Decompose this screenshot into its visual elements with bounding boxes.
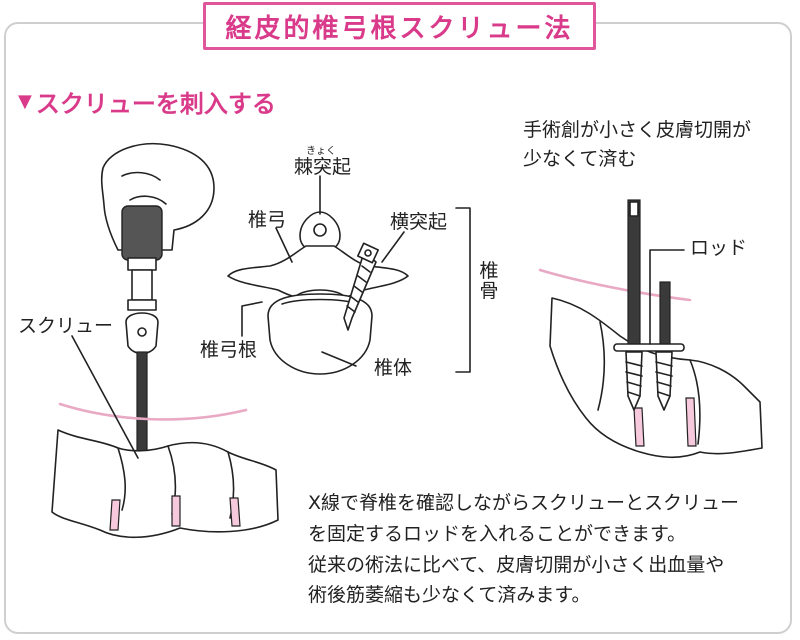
vertebra-screw xyxy=(343,242,380,331)
left-illustration xyxy=(51,143,279,539)
right-tall-rod xyxy=(627,199,641,349)
vertebra-illustration xyxy=(227,175,471,375)
ruby-spinous: きょく xyxy=(306,146,336,157)
page-title: 経皮的椎弓根スクリュー法 xyxy=(225,13,574,44)
label-vertebral-body: 椎体 xyxy=(374,357,413,379)
label-screw: スクリュー xyxy=(18,315,114,337)
label-rod: ロッド xyxy=(690,237,748,259)
screw-pointer-line xyxy=(71,335,139,459)
section-heading-text: スクリューを刺入する xyxy=(35,90,276,118)
triangle-marker-icon: ▼ xyxy=(18,91,32,112)
label-pedicle: 椎弓根 xyxy=(200,339,258,361)
label-lamina: 椎弓 xyxy=(248,209,287,231)
connecting-rod xyxy=(613,343,685,352)
right-short-rod xyxy=(659,281,671,351)
right-illustration xyxy=(538,199,763,459)
section-heading: ▼ スクリューを刺入する xyxy=(18,84,276,119)
left-spine xyxy=(51,429,279,539)
label-transverse-process: 横突起 xyxy=(390,211,448,233)
right-skin-line xyxy=(538,268,692,302)
label-spinous-process: 棘突起 xyxy=(294,156,352,178)
label-bone: 椎骨 xyxy=(479,260,499,302)
driver-handle xyxy=(121,205,163,261)
right-caption: 手術創が小さく皮膚切開が 少なくて済む xyxy=(523,119,752,171)
explanation-text: X線で脊椎を確認しながらスクリューとスクリュー を固定するロッドを入れることがで… xyxy=(308,492,740,607)
left-skin-line xyxy=(58,402,248,421)
driver-shaft xyxy=(136,351,148,453)
title-box: 経皮的椎弓根スクリュー法 xyxy=(203,2,596,50)
right-spine xyxy=(549,297,763,459)
bone-bracket xyxy=(455,207,471,373)
